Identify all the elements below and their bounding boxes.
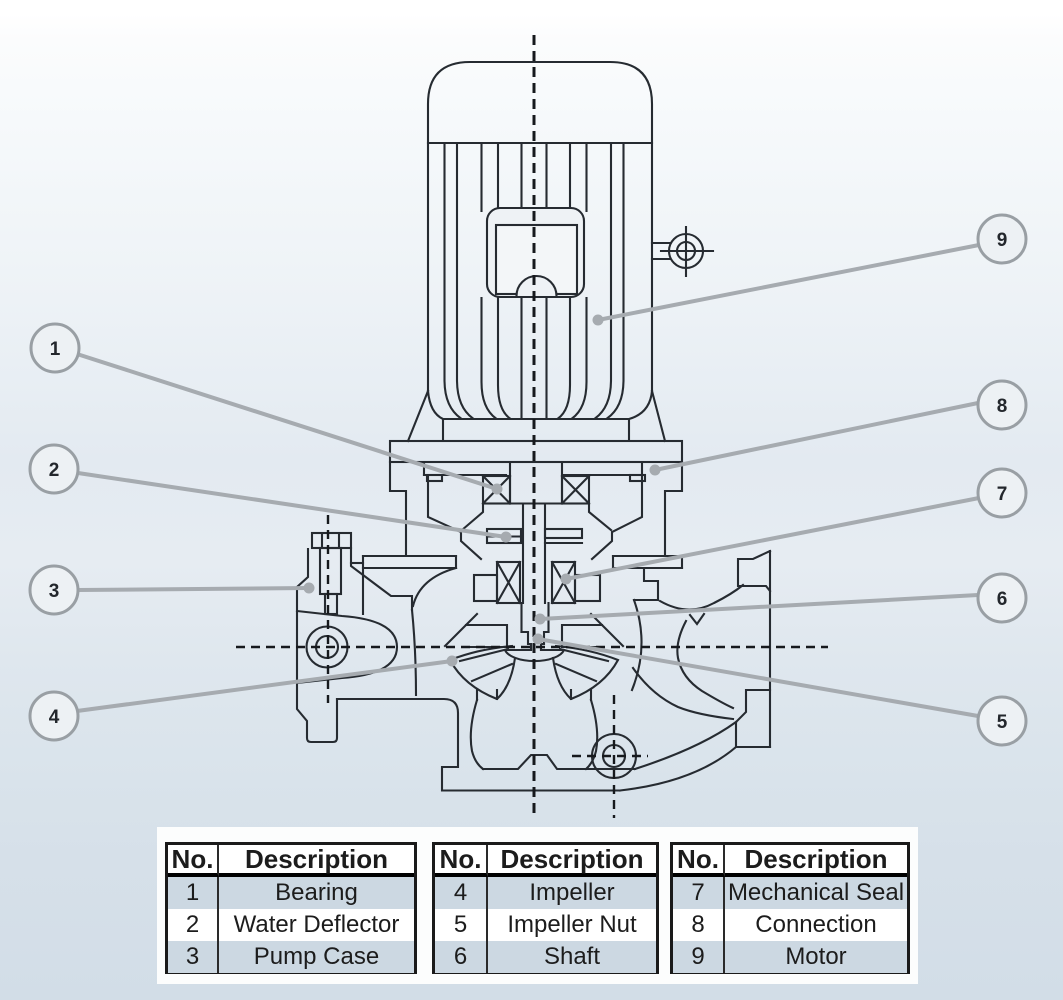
svg-text:2: 2	[49, 460, 60, 481]
svg-text:5: 5	[997, 712, 1008, 733]
svg-text:7: 7	[997, 484, 1008, 505]
svg-text:3: 3	[49, 581, 60, 602]
svg-text:6: 6	[997, 589, 1008, 610]
svg-text:9: 9	[997, 230, 1008, 251]
svg-text:4: 4	[49, 707, 60, 728]
svg-text:8: 8	[997, 396, 1008, 417]
svg-text:1: 1	[50, 339, 61, 360]
